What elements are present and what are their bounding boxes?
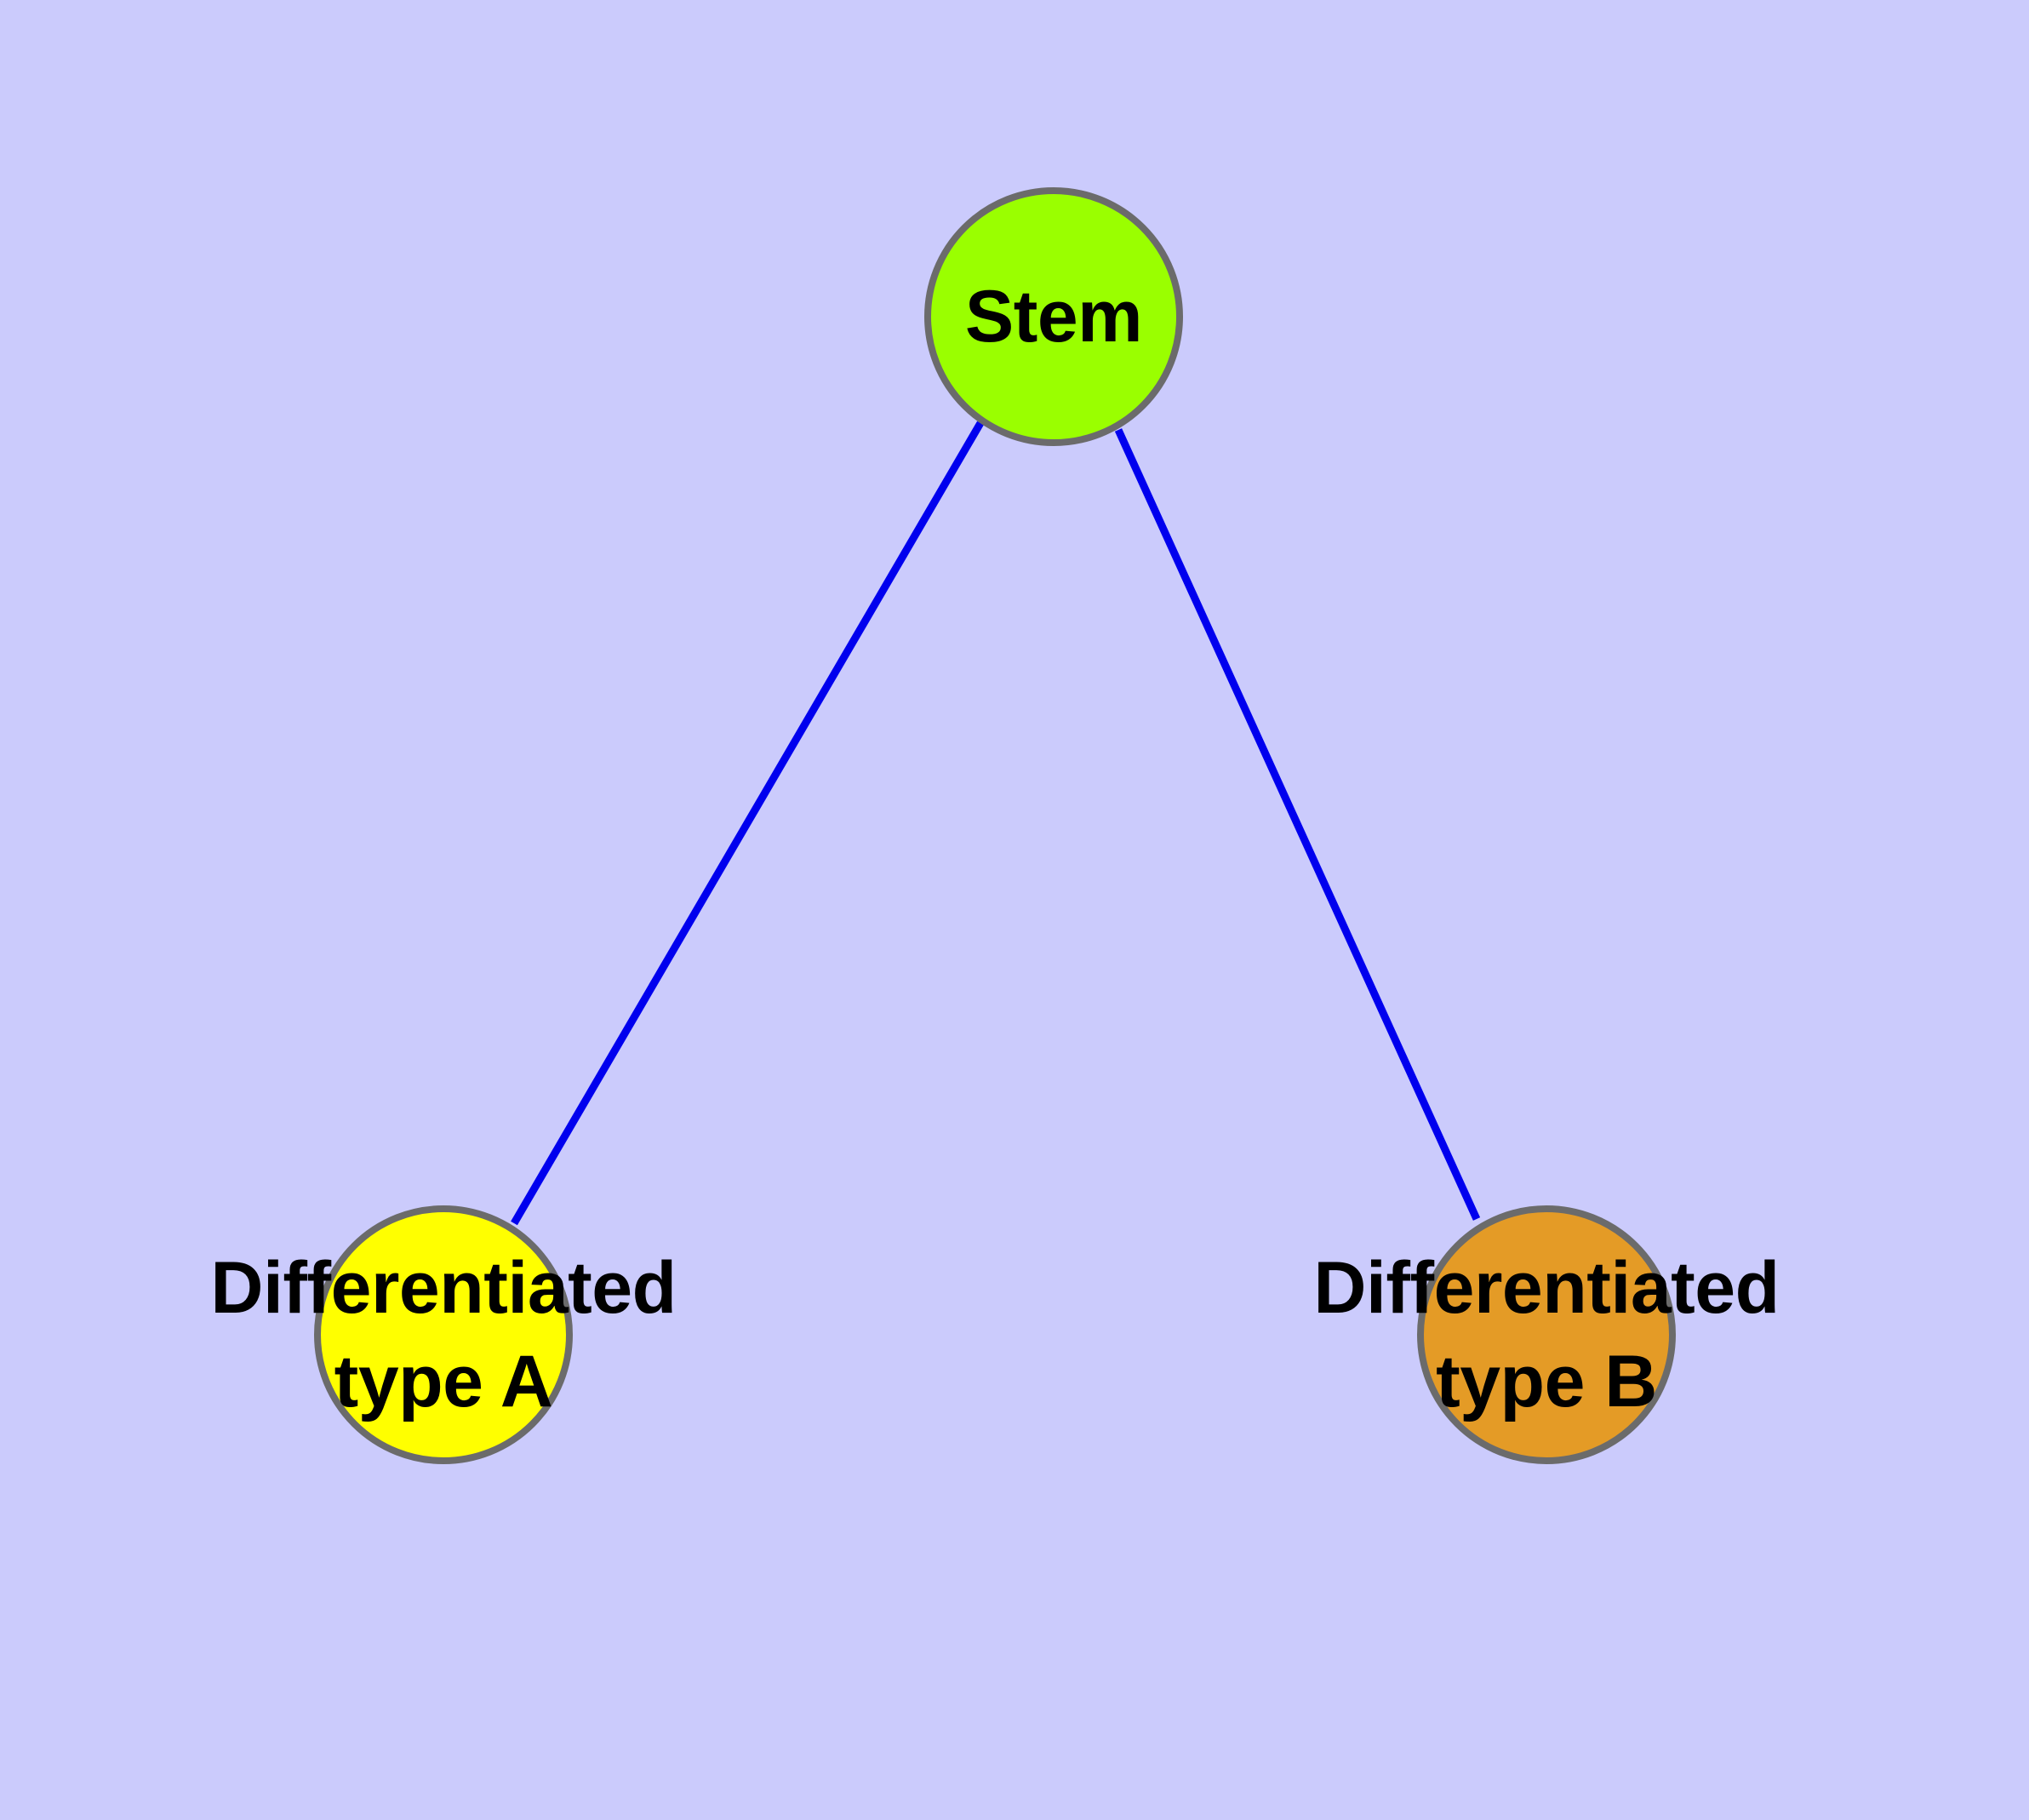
node-stem[interactable]: [924, 187, 1183, 446]
edge-stem-to-differentiated-type-b[interactable]: [1114, 428, 1481, 1221]
node-differentiated-type-a[interactable]: [314, 1205, 573, 1464]
edge-stem-to-differentiated-type-a[interactable]: [511, 421, 984, 1226]
edge-layer: [511, 421, 1481, 1226]
node-differentiated-type-b[interactable]: [1417, 1205, 1676, 1464]
node-layer: [314, 187, 1676, 1464]
